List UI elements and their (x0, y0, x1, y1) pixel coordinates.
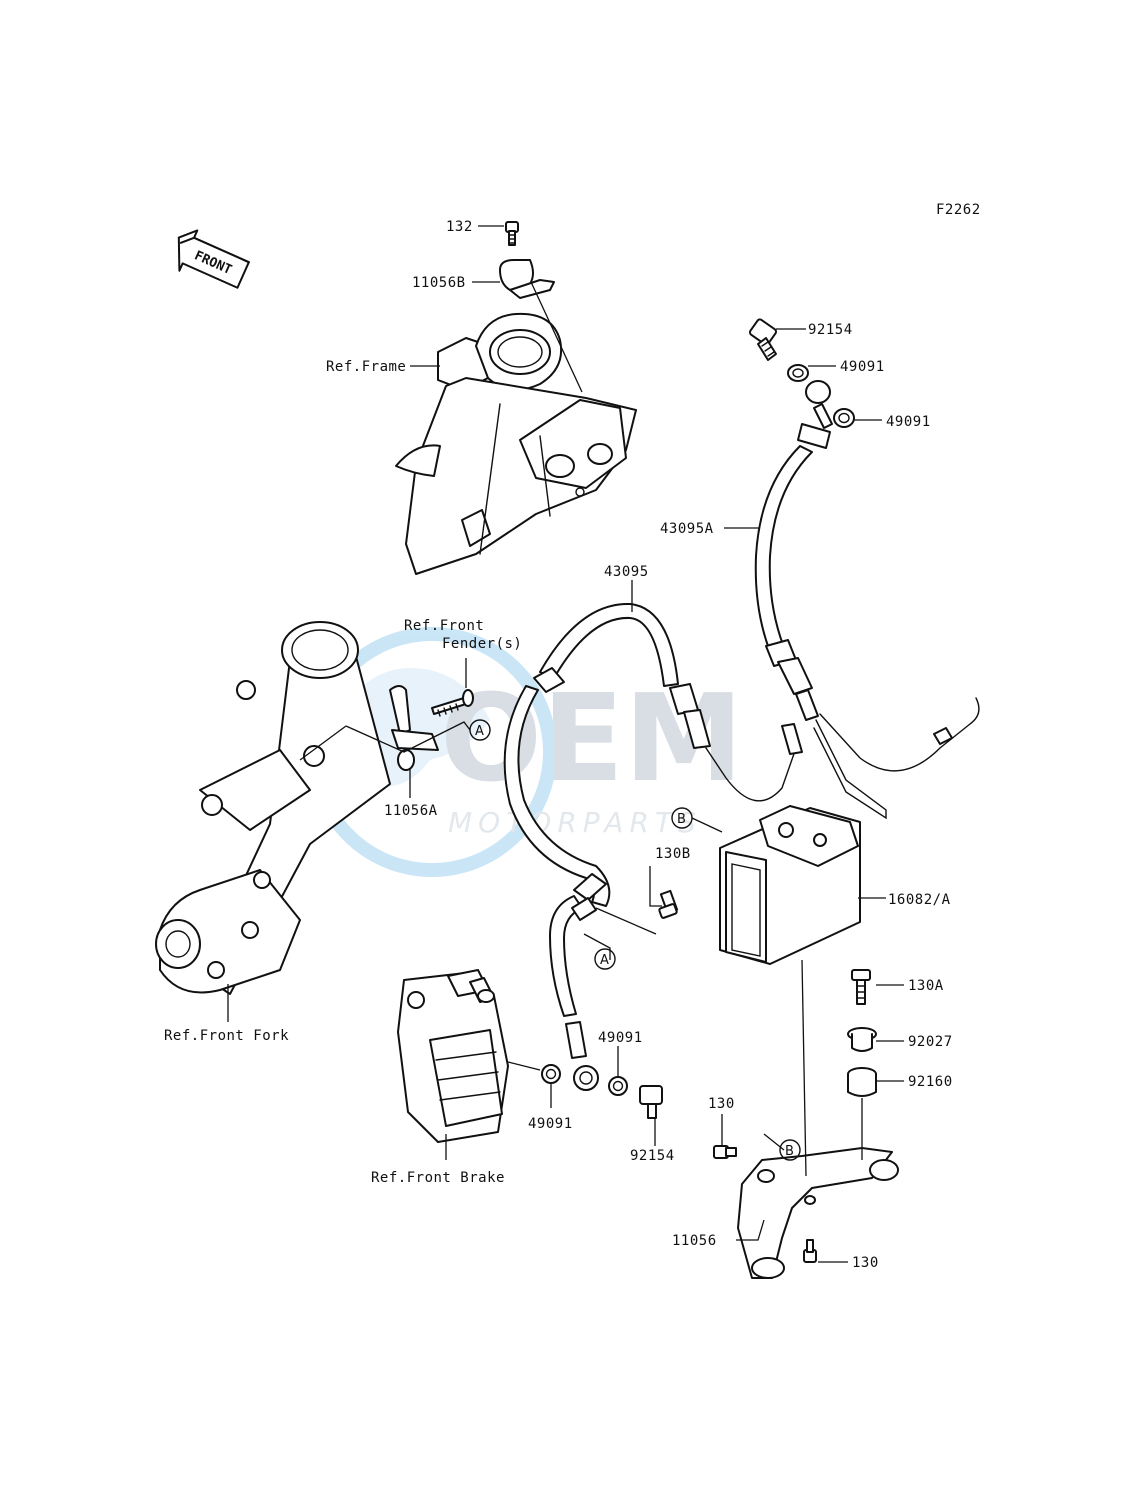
svg-text:A: A (600, 953, 609, 968)
clamp-11056B (499, 259, 555, 299)
label-130-bottom: 130 (852, 1255, 879, 1271)
label-132: 132 (446, 219, 473, 235)
washer-49091-top1 (787, 364, 809, 382)
label-92160: 92160 (908, 1074, 953, 1090)
callout-b-top: B (671, 807, 693, 829)
svg-text:A: A (475, 724, 484, 739)
callout-b-bottom: B (779, 1139, 801, 1161)
label-49091-top1: 49091 (840, 359, 885, 375)
bolt-130A (851, 969, 871, 1005)
label-11056B: 11056B (412, 275, 466, 291)
bolt-130-top (713, 1145, 737, 1159)
label-92027: 92027 (908, 1034, 953, 1050)
svg-text:B: B (677, 812, 686, 827)
front-arrow-icon: FRONT (177, 229, 250, 289)
watermark-subtext: MOTORPARTS (448, 806, 702, 839)
bracket-11056 (737, 1147, 899, 1279)
brake-caliper (397, 969, 509, 1143)
label-43095: 43095 (604, 564, 649, 580)
hose-43095 (503, 602, 803, 1059)
label-49091-bot-right: 49091 (598, 1030, 643, 1046)
label-49091-bot-left: 49091 (528, 1116, 573, 1132)
abs-unit-16082A (719, 805, 861, 965)
label-130A: 130A (908, 978, 944, 994)
label-16082A: 16082/A (888, 892, 951, 908)
label-130B: 130B (655, 846, 691, 862)
label-92154-top: 92154 (808, 322, 853, 338)
banjo-bolt-92154-bot (639, 1085, 663, 1119)
fender-bolt (431, 689, 474, 717)
label-ref-front-fender-2: Fender(s) (442, 636, 522, 652)
label-ref-frame: Ref.Frame (326, 359, 406, 375)
callout-a-top: A (469, 719, 491, 741)
clamp-11056A (389, 685, 439, 771)
label-43095A: 43095A (660, 521, 714, 537)
front-fork (155, 621, 391, 995)
label-ref-front-fender-1: Ref.Front (404, 618, 484, 634)
callout-a-bottom: A (594, 948, 616, 970)
svg-text:B: B (785, 1144, 794, 1159)
collar-92027 (847, 1027, 877, 1052)
washer-49091-bot-left (541, 1064, 561, 1084)
bolt-130B (658, 889, 679, 919)
bolt-130-bottom (803, 1239, 817, 1263)
frame (395, 312, 637, 575)
leader-lines (227, 225, 904, 1263)
banjo-bolt-92154-top (749, 318, 777, 361)
label-49091-top2: 49091 (886, 414, 931, 430)
label-11056A: 11056A (384, 803, 438, 819)
label-92154-bot: 92154 (630, 1148, 675, 1164)
diagram-code: F2262 (936, 202, 981, 218)
washer-49091-bot-right (608, 1076, 628, 1096)
label-130-top: 130 (708, 1096, 735, 1112)
label-ref-front-fork: Ref.Front Fork (164, 1028, 289, 1044)
bolt-132 (505, 221, 519, 246)
washer-49091-top2 (833, 408, 855, 428)
grommet-92160 (847, 1067, 877, 1097)
label-11056: 11056 (672, 1233, 717, 1249)
hose-43095A (754, 380, 980, 820)
label-ref-front-brake: Ref.Front Brake (371, 1170, 505, 1186)
banjo-fitting-bottom (573, 1065, 599, 1091)
